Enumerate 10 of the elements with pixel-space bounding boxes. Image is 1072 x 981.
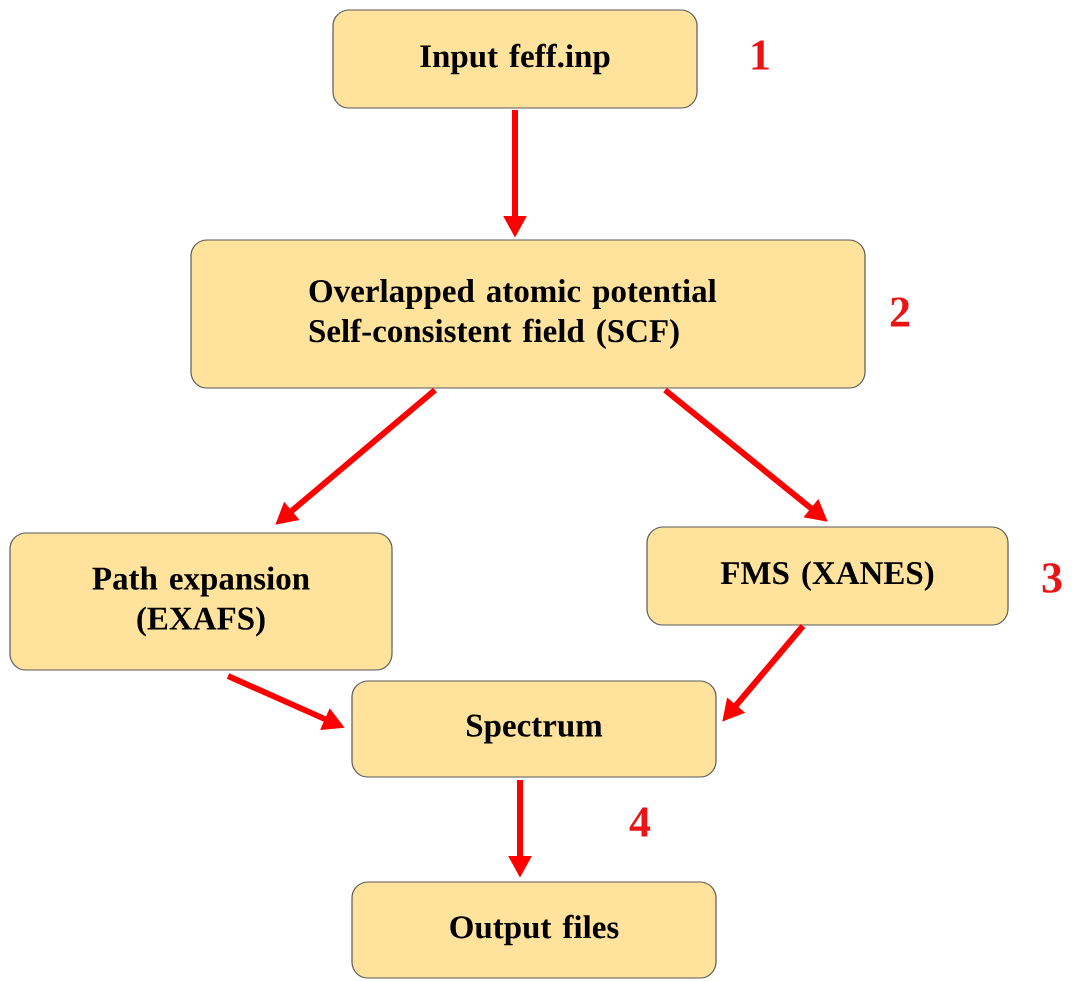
process-box: Overlapped atomic potential Self-consistent field (SCF) bbox=[190, 239, 866, 389]
step-number: 2 bbox=[890, 297, 910, 327]
step-number: 4 bbox=[629, 807, 651, 837]
process-box: Path expansion (EXAFS) bbox=[9, 532, 393, 671]
process-box: FMS (XANES) bbox=[646, 526, 1009, 626]
process-box: Input feff.inp bbox=[332, 9, 698, 109]
step-number: 1 bbox=[752, 40, 769, 70]
step-number: 3 bbox=[1042, 563, 1062, 593]
process-box: Output files bbox=[351, 881, 717, 979]
process-box: Spectrum bbox=[351, 680, 717, 778]
